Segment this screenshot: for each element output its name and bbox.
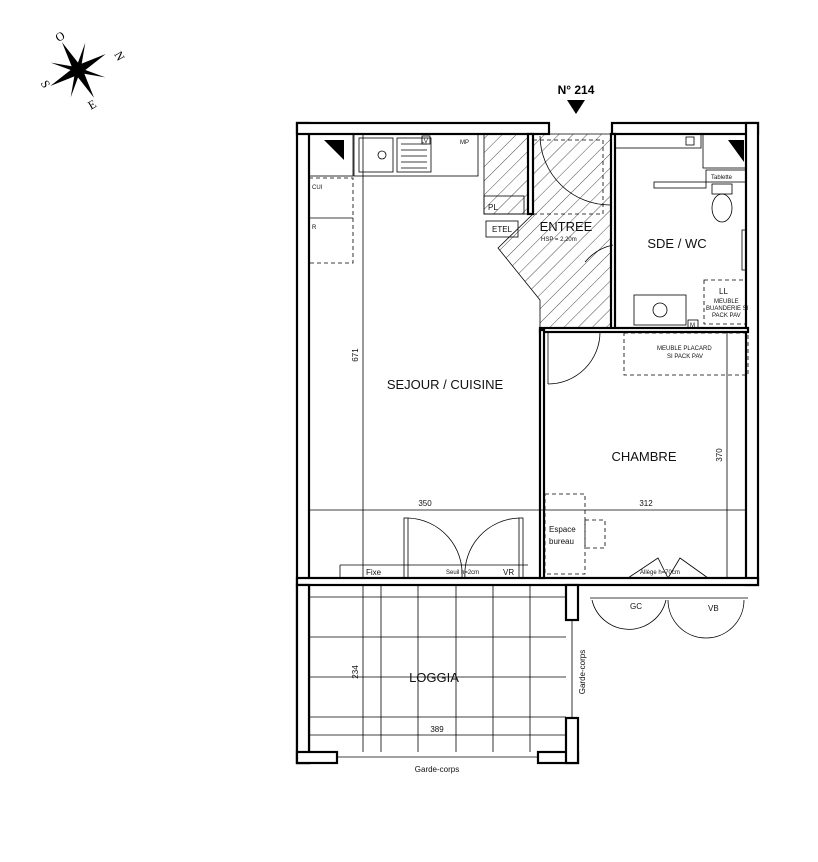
meuble-placard: [623, 332, 749, 376]
compass-east: E: [85, 97, 98, 113]
dim-370: 370: [715, 448, 724, 462]
pl-hatched: [483, 133, 529, 215]
pl-box: [483, 195, 525, 215]
entree-hatched-zone: [497, 133, 612, 329]
bedroom-windows: Allège h=70cm GC VB: [590, 557, 748, 639]
dim-350: 350: [418, 499, 432, 508]
meuble-buanderie-1: MEUBLE: [714, 299, 739, 305]
room-hsp: HSP = 2,20m: [541, 237, 577, 243]
compass-north: N: [111, 49, 128, 64]
living-facade-openings: Fixe Seuil h=2cm VR: [339, 517, 528, 579]
dim-389: 389: [430, 725, 444, 734]
espace-bureau-1: Espace: [549, 525, 576, 534]
dim-312: 312: [639, 499, 653, 508]
entry-door-arc: [539, 135, 611, 206]
vb-label: VB: [708, 604, 719, 613]
entry-door-swing: [532, 139, 604, 215]
espace-bureau: [544, 493, 586, 575]
room-entree: ENTREE: [540, 219, 593, 234]
gc-label: GC: [630, 602, 642, 611]
room-chambre: CHAMBRE: [611, 449, 676, 464]
ll-label: LL: [719, 287, 728, 296]
meuble-buanderie-2: BUANDERIE SI: [706, 306, 749, 312]
entry-arrow-icon: [567, 100, 585, 114]
sde-fixtures: Tablette M LL MEUBLE BUANDERIE SI PACK P…: [614, 133, 749, 329]
room-loggia: LOGGIA: [409, 670, 459, 685]
tablette-label: Tablette: [711, 175, 733, 181]
compass-rose: O N S E: [38, 28, 128, 113]
lv-label: LV: [421, 139, 428, 145]
cui-label: CUI: [312, 185, 323, 191]
lot-number: N° 214: [558, 83, 595, 97]
etel-box: [485, 220, 519, 238]
seuil-label: Seuil h=2cm: [446, 570, 479, 576]
meuble-placard-1: MEUBLE PLACARD: [657, 346, 712, 352]
kitchen-left-units: CUI R: [308, 133, 354, 264]
bedroom-door-arc: [547, 331, 601, 385]
loggia-tiles: [309, 585, 566, 752]
room-sejour: SEJOUR / CUISINE: [387, 377, 504, 392]
garde-corps-bottom: Garde-corps: [415, 765, 459, 774]
espace-bureau-2: bureau: [549, 537, 574, 546]
room-sde: SDE / WC: [647, 236, 706, 251]
pl-label: PL: [488, 203, 498, 212]
m-label: M: [690, 323, 695, 329]
meuble-buanderie-3: PACK PAV: [712, 313, 741, 319]
garde-corps-right: Garde-corps: [578, 650, 587, 694]
fixe-label: Fixe: [366, 568, 382, 577]
mp-label: MP: [460, 140, 469, 146]
etel-label: ETEL: [492, 225, 513, 234]
dim-234: 234: [351, 665, 360, 679]
sde-door-arc: [584, 244, 614, 263]
dim-671: 671: [351, 348, 360, 362]
compass-west: O: [53, 28, 68, 45]
r-label: R: [312, 225, 317, 231]
vr-label: VR: [503, 568, 514, 577]
kitchen-counter: LV MP: [353, 133, 479, 177]
allege-label: Allège h=70cm: [640, 570, 680, 576]
compass-south: S: [38, 78, 53, 91]
meuble-placard-2: SI PACK PAV: [667, 354, 703, 360]
